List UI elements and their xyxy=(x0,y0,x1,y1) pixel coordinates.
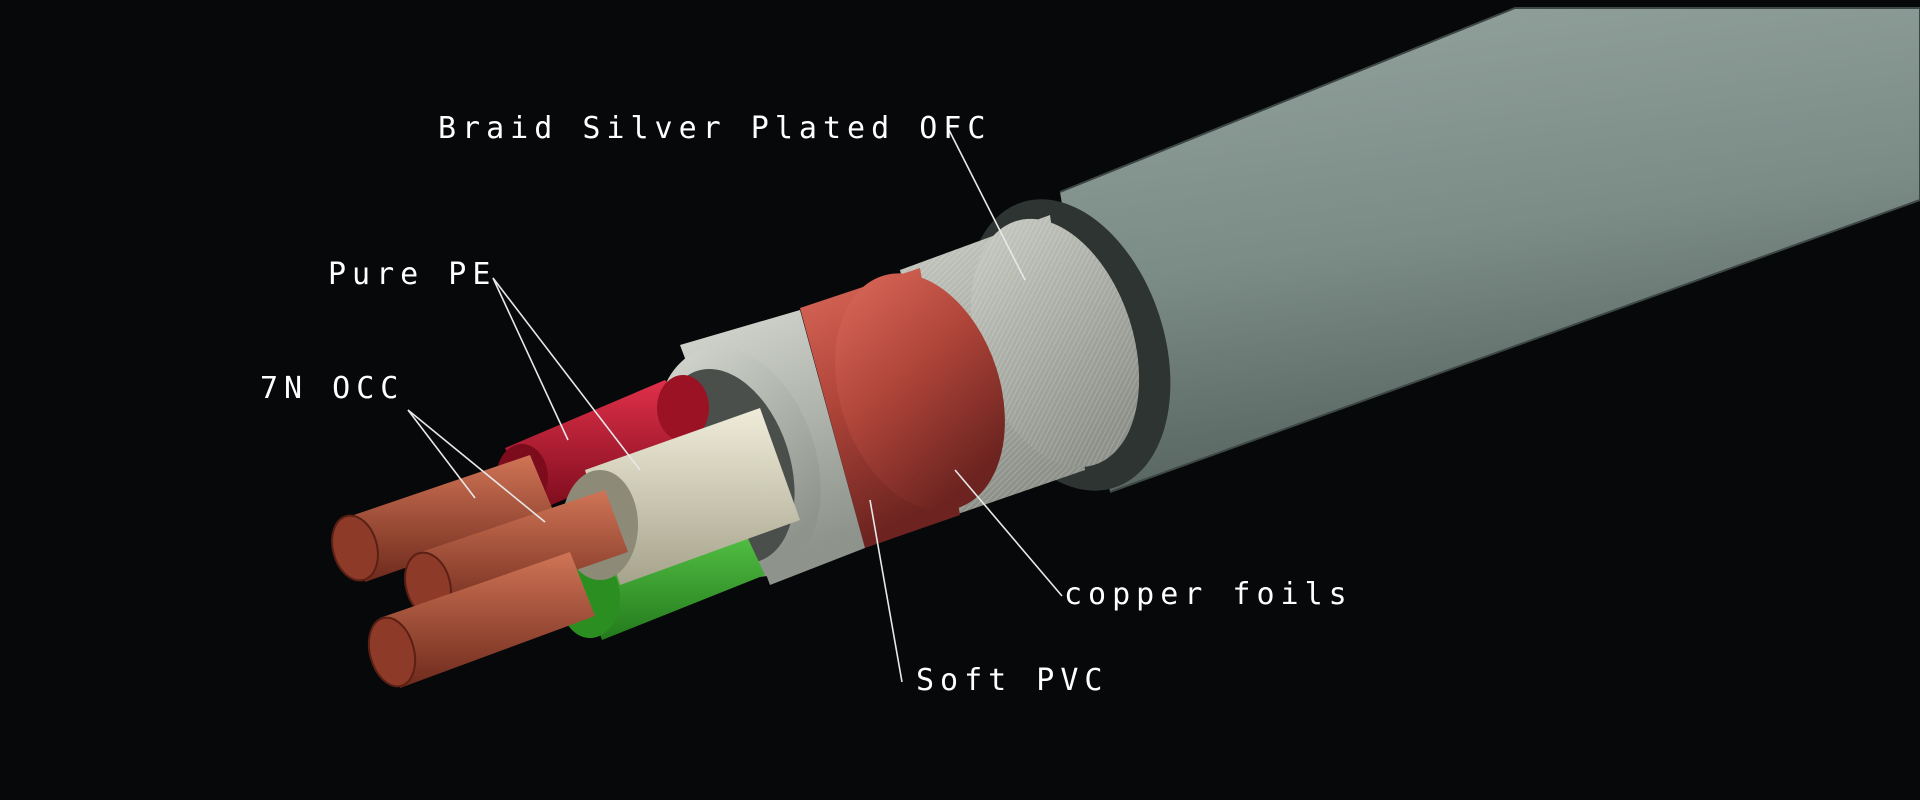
leader-braid xyxy=(947,127,1026,281)
leader-lines xyxy=(407,127,1063,683)
label-soft-pvc: Soft PVC xyxy=(916,663,1109,698)
leader-occ-2 xyxy=(407,409,546,523)
label-copper-foils: copper foils xyxy=(1064,577,1353,612)
leader-occ-1 xyxy=(407,409,476,499)
copper-foil-layer xyxy=(800,268,1005,548)
leader-copper-foils xyxy=(954,469,1063,597)
leader-pure-pe-2 xyxy=(492,277,641,471)
leader-soft-pvc xyxy=(869,499,903,683)
label-7n-occ: 7N OCC xyxy=(260,371,405,406)
label-pure-pe: Pure PE xyxy=(328,257,497,292)
label-braid-silver-plated-ofc: Braid Silver Plated OFC xyxy=(438,111,992,146)
leader-pure-pe-1 xyxy=(492,277,569,441)
conductor-bottom xyxy=(367,552,595,688)
